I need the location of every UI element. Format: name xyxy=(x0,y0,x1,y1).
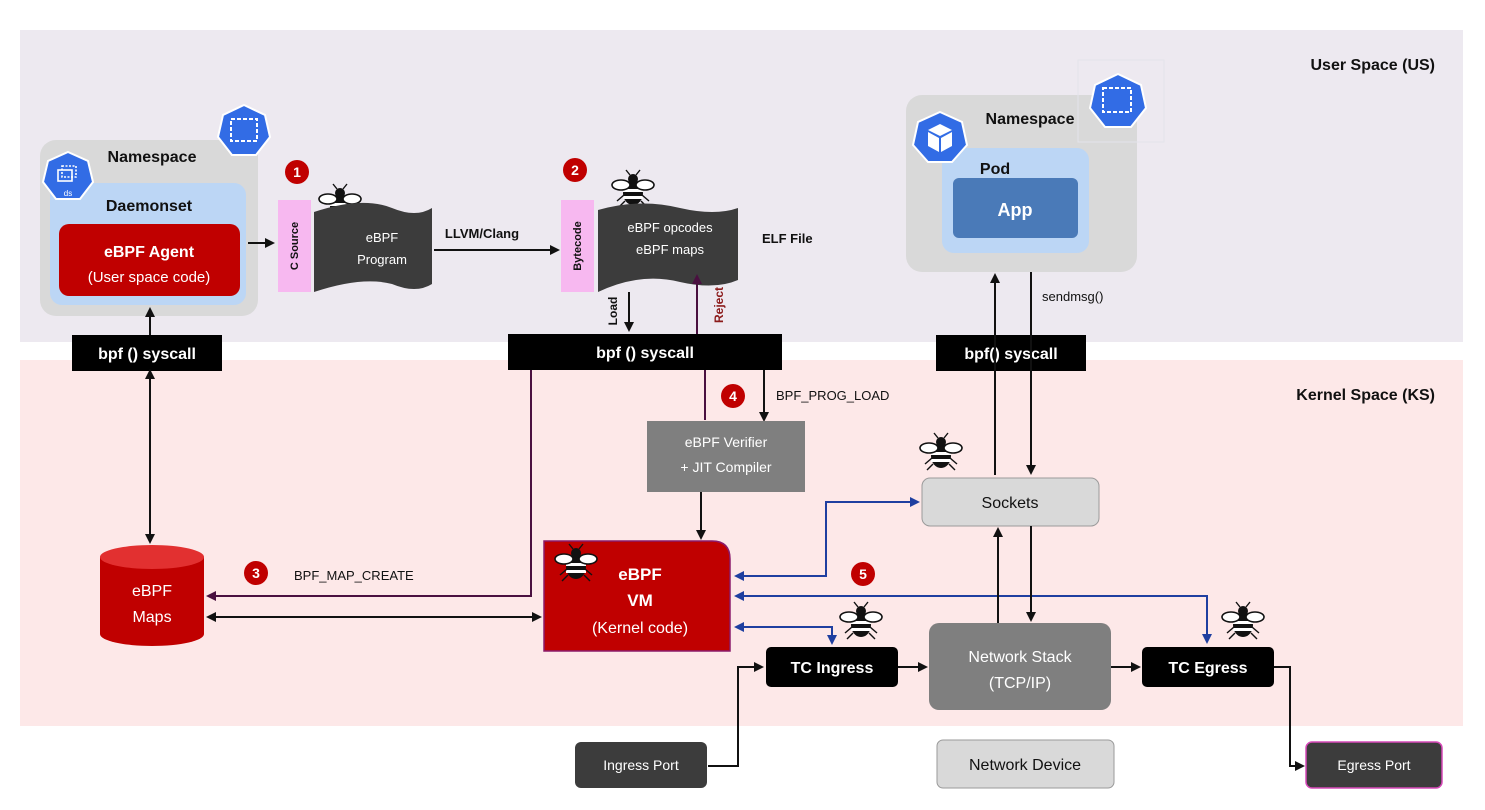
egress-port-line xyxy=(1274,666,1305,771)
ebpf-vm-line2: VM xyxy=(627,591,653,610)
ebpf-maps-line2: Maps xyxy=(132,609,171,626)
egress-port-label: Egress Port xyxy=(1337,757,1410,773)
map-create-line xyxy=(206,370,532,601)
ingress-port-label: Ingress Port xyxy=(603,757,679,773)
k8s-namespace-icon-right xyxy=(1088,72,1148,128)
daemonset-label: Daemonset xyxy=(106,198,193,215)
network-stack-line2: (TCP/IP) xyxy=(989,675,1051,692)
llvm-label: LLVM/Clang xyxy=(445,226,519,241)
elf-file-scroll[interactable] xyxy=(598,203,738,292)
step-1-number: 1 xyxy=(293,164,301,180)
ebpf-program-scroll[interactable] xyxy=(314,202,432,292)
center-syscall-label: bpf () syscall xyxy=(596,345,694,362)
elf-opcodes-label: eBPF opcodes xyxy=(627,220,713,235)
sendmsg-label: sendmsg() xyxy=(1042,289,1103,304)
left-syscall-label: bpf () syscall xyxy=(98,346,196,363)
ds-icon-label: ds xyxy=(64,189,72,198)
step-2-number: 2 xyxy=(571,162,579,178)
ingress-port-box[interactable] xyxy=(575,742,707,788)
map-create-label: BPF_MAP_CREATE xyxy=(294,568,414,583)
ingress-port-line xyxy=(708,662,764,767)
load-label: Load xyxy=(606,297,620,326)
ebpf-program-line1: eBPF xyxy=(366,230,399,245)
right-syscall-label: bpf() syscall xyxy=(964,346,1057,363)
step-4-badge xyxy=(721,384,745,408)
right-syscall-bar[interactable] xyxy=(936,335,1086,371)
center-syscall-bar[interactable] xyxy=(508,334,782,370)
sockets-label: Sockets xyxy=(982,495,1039,512)
k8s-daemonset-icon: ds xyxy=(41,150,95,200)
step-3-number: 3 xyxy=(252,565,260,581)
step-3-badge xyxy=(244,561,268,585)
network-device-box[interactable] xyxy=(936,739,1115,789)
ebpf-agent-subtitle: (User space code) xyxy=(88,269,211,286)
step-1-badge xyxy=(285,160,309,184)
step-5-number: 5 xyxy=(859,566,867,582)
ebpf-agent-box[interactable] xyxy=(59,224,240,296)
bytecode-label: Bytecode xyxy=(572,221,584,271)
verifier-box[interactable] xyxy=(647,421,805,492)
ns-icon-frame xyxy=(1077,59,1165,143)
app-box[interactable] xyxy=(953,178,1078,238)
prog-load-label: BPF_PROG_LOAD xyxy=(776,388,889,403)
c-source-label: C Source xyxy=(289,222,301,270)
tc-ingress-label: TC Ingress xyxy=(791,660,874,677)
tc-egress-box[interactable] xyxy=(1142,647,1274,687)
right-namespace-label: Namespace xyxy=(986,111,1075,128)
kernel-space-label: Kernel Space (KS) xyxy=(1296,387,1435,404)
left-namespace-label: Namespace xyxy=(108,149,197,166)
ebpf-maps-cylinder[interactable] xyxy=(100,545,204,646)
user-space-band xyxy=(20,30,1463,342)
k8s-pod-icon xyxy=(911,110,969,163)
vm-sockets-link xyxy=(734,497,920,581)
ebpf-vm-line1: eBPF xyxy=(618,565,661,584)
user-space-label: User Space (US) xyxy=(1311,57,1436,74)
elf-maps-label: eBPF maps xyxy=(636,242,704,257)
bytecode-tab[interactable] xyxy=(561,200,594,292)
left-syscall-bar[interactable] xyxy=(72,335,222,371)
network-stack-line1: Network Stack xyxy=(968,649,1072,666)
sockets-box[interactable] xyxy=(921,477,1100,527)
tc-ingress-box[interactable] xyxy=(766,647,898,687)
ebpf-vm-line3: (Kernel code) xyxy=(592,620,688,637)
step-4-number: 4 xyxy=(729,388,737,404)
vm-tc-egress-link xyxy=(734,591,1212,644)
elf-file-label: ELF File xyxy=(762,231,813,246)
vm-tc-ingress-link xyxy=(734,622,837,645)
ebpf-vm-box[interactable] xyxy=(543,540,731,652)
verifier-line1: eBPF Verifier xyxy=(685,434,768,450)
reject-label: Reject xyxy=(712,287,726,323)
step-2-badge xyxy=(563,158,587,182)
egress-port-box[interactable] xyxy=(1305,741,1443,789)
tc-egress-label: TC Egress xyxy=(1168,660,1247,677)
app-label: App xyxy=(998,200,1033,220)
network-stack-box[interactable] xyxy=(929,623,1111,710)
c-source-tab[interactable] xyxy=(278,200,311,292)
network-device-label: Network Device xyxy=(969,757,1081,774)
ebpf-maps-line1: eBPF xyxy=(132,583,172,600)
ebpf-program-line2: Program xyxy=(357,252,407,267)
verifier-line2: + JIT Compiler xyxy=(680,459,771,475)
ebpf-agent-title: eBPF Agent xyxy=(104,244,195,261)
pod-label: Pod xyxy=(980,161,1010,178)
k8s-namespace-icon xyxy=(216,103,272,156)
